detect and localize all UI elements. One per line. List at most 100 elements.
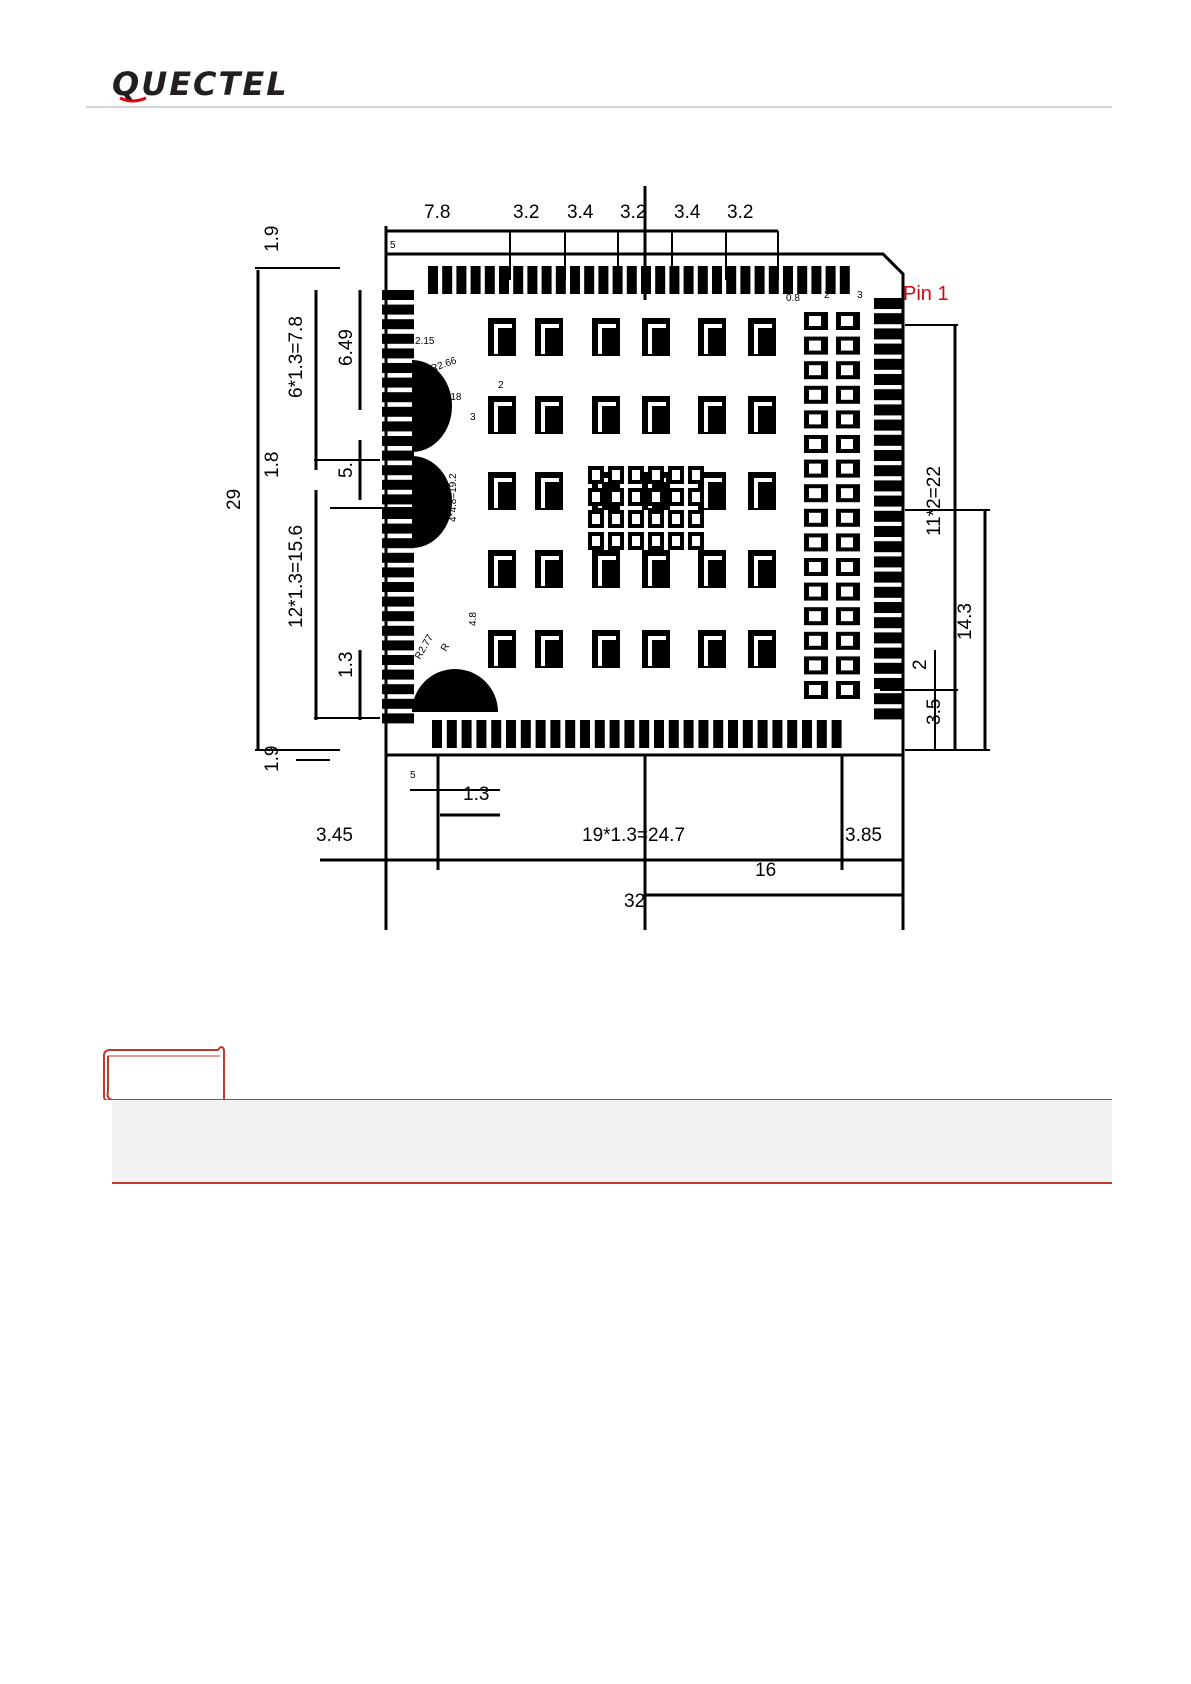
top-pad	[726, 266, 736, 294]
right-pad	[874, 465, 902, 476]
top-pad	[698, 266, 708, 294]
bottom-pad	[595, 720, 605, 748]
bottom-pad	[817, 720, 827, 748]
bottom-pad-row	[432, 720, 842, 748]
grid-pad-core	[652, 406, 666, 432]
small-label-3: 4*4.8=19.2	[448, 473, 459, 522]
small-label-0: 2.15	[415, 336, 435, 347]
grid-pad-core	[602, 560, 616, 586]
bottom-pad	[476, 720, 486, 748]
top-pad	[570, 266, 580, 294]
bottom-pad	[669, 720, 679, 748]
right-inner-pad-hole	[841, 390, 853, 400]
grid-pad-core	[498, 482, 512, 508]
left-pad	[382, 480, 414, 490]
small-label-10: 5	[390, 240, 396, 251]
top-pad	[769, 266, 779, 294]
left-pad	[382, 436, 414, 446]
right-inner-pad-hole	[841, 316, 853, 326]
bottom-pad	[832, 720, 842, 748]
top-pad	[598, 266, 608, 294]
right-inner-pad-hole	[809, 488, 821, 498]
keepout-arc-2	[412, 456, 452, 548]
top-pad	[499, 266, 509, 294]
right-pad	[874, 389, 902, 400]
right-inner-pad-hole	[809, 316, 821, 326]
right-pad	[874, 480, 902, 491]
bottom-pad	[565, 720, 575, 748]
bottom-pad	[758, 720, 768, 748]
top-pad	[797, 266, 807, 294]
top-pad	[542, 266, 552, 294]
top-pad	[456, 266, 466, 294]
bottom-pad	[728, 720, 738, 748]
left-pad	[382, 494, 414, 504]
bottom-pad	[743, 720, 753, 748]
keepout-arc-3	[412, 669, 498, 712]
center-pad-hole	[652, 492, 660, 502]
small-label-5: R2.77	[413, 633, 436, 662]
keepout-arcs	[412, 360, 498, 712]
grid-pad-core	[708, 406, 722, 432]
right-inner-pad-hole	[809, 685, 821, 695]
grid-pad-core	[758, 406, 772, 432]
top-pad	[840, 266, 850, 294]
small-label-11: 0.8	[786, 293, 800, 304]
bottom-pad	[447, 720, 457, 748]
dim-top-5: 3.2	[727, 202, 753, 223]
left-pad	[382, 421, 414, 431]
center-pad-hole	[612, 492, 620, 502]
pin1-label: Pin 1	[903, 283, 949, 305]
grid-pad-core	[708, 328, 722, 354]
left-pad	[382, 655, 414, 665]
right-inner-pad-hole	[841, 464, 853, 474]
small-label-6: R	[439, 642, 452, 654]
right-inner-pad-hole	[809, 636, 821, 646]
note-content-panel	[112, 1099, 1112, 1184]
center-pad-hole	[612, 536, 620, 546]
right-inner-pad-hole	[841, 587, 853, 597]
grid-pad-core	[498, 640, 512, 666]
right-pad	[874, 572, 902, 583]
bottom-pad	[580, 720, 590, 748]
center-pad-hole	[632, 536, 640, 546]
right-inner-pad-hole	[841, 439, 853, 449]
center-pad-hole	[632, 470, 640, 480]
grid-pad-core	[545, 328, 559, 354]
right-pad	[874, 374, 902, 385]
right-inner-pad-hole	[809, 587, 821, 597]
dim-bottom-19x13: 19*1.3=24.7	[582, 825, 685, 846]
right-inner-pad-hole	[809, 611, 821, 621]
right-inner-pads	[804, 312, 860, 699]
dim-top-2: 3.4	[567, 202, 594, 223]
left-pad	[382, 378, 414, 388]
dim-top-1: 3.2	[513, 202, 539, 223]
right-inner-pad-hole	[841, 660, 853, 670]
small-label-1: R2.66	[429, 355, 458, 375]
right-inner-pad-hole	[809, 439, 821, 449]
small-label-2: 1.18	[442, 392, 462, 403]
left-pad	[382, 451, 414, 461]
center-pad-hole	[652, 470, 660, 480]
top-pad	[627, 266, 637, 294]
top-pad	[471, 266, 481, 294]
top-pad	[655, 266, 665, 294]
dim-left-13: 1.3	[336, 652, 357, 678]
grid-pad-core	[545, 640, 559, 666]
right-inner-pad-hole	[809, 513, 821, 523]
top-pad	[527, 266, 537, 294]
right-pad	[874, 556, 902, 567]
small-label-7: 5	[410, 770, 416, 781]
right-inner-pad-hole	[841, 537, 853, 547]
bottom-pad	[432, 720, 442, 748]
top-pad	[485, 266, 495, 294]
bottom-pad	[654, 720, 664, 748]
top-pad	[442, 266, 452, 294]
small-label-4: 4.8	[468, 612, 479, 626]
center-pad-hole	[692, 492, 700, 502]
dim-left-12x13: 12*1.3=15.6	[286, 525, 307, 628]
center-pad-hole	[672, 492, 680, 502]
left-pad	[382, 334, 414, 344]
dim-bottom-13: 1.3	[463, 784, 489, 805]
bottom-pad	[772, 720, 782, 748]
